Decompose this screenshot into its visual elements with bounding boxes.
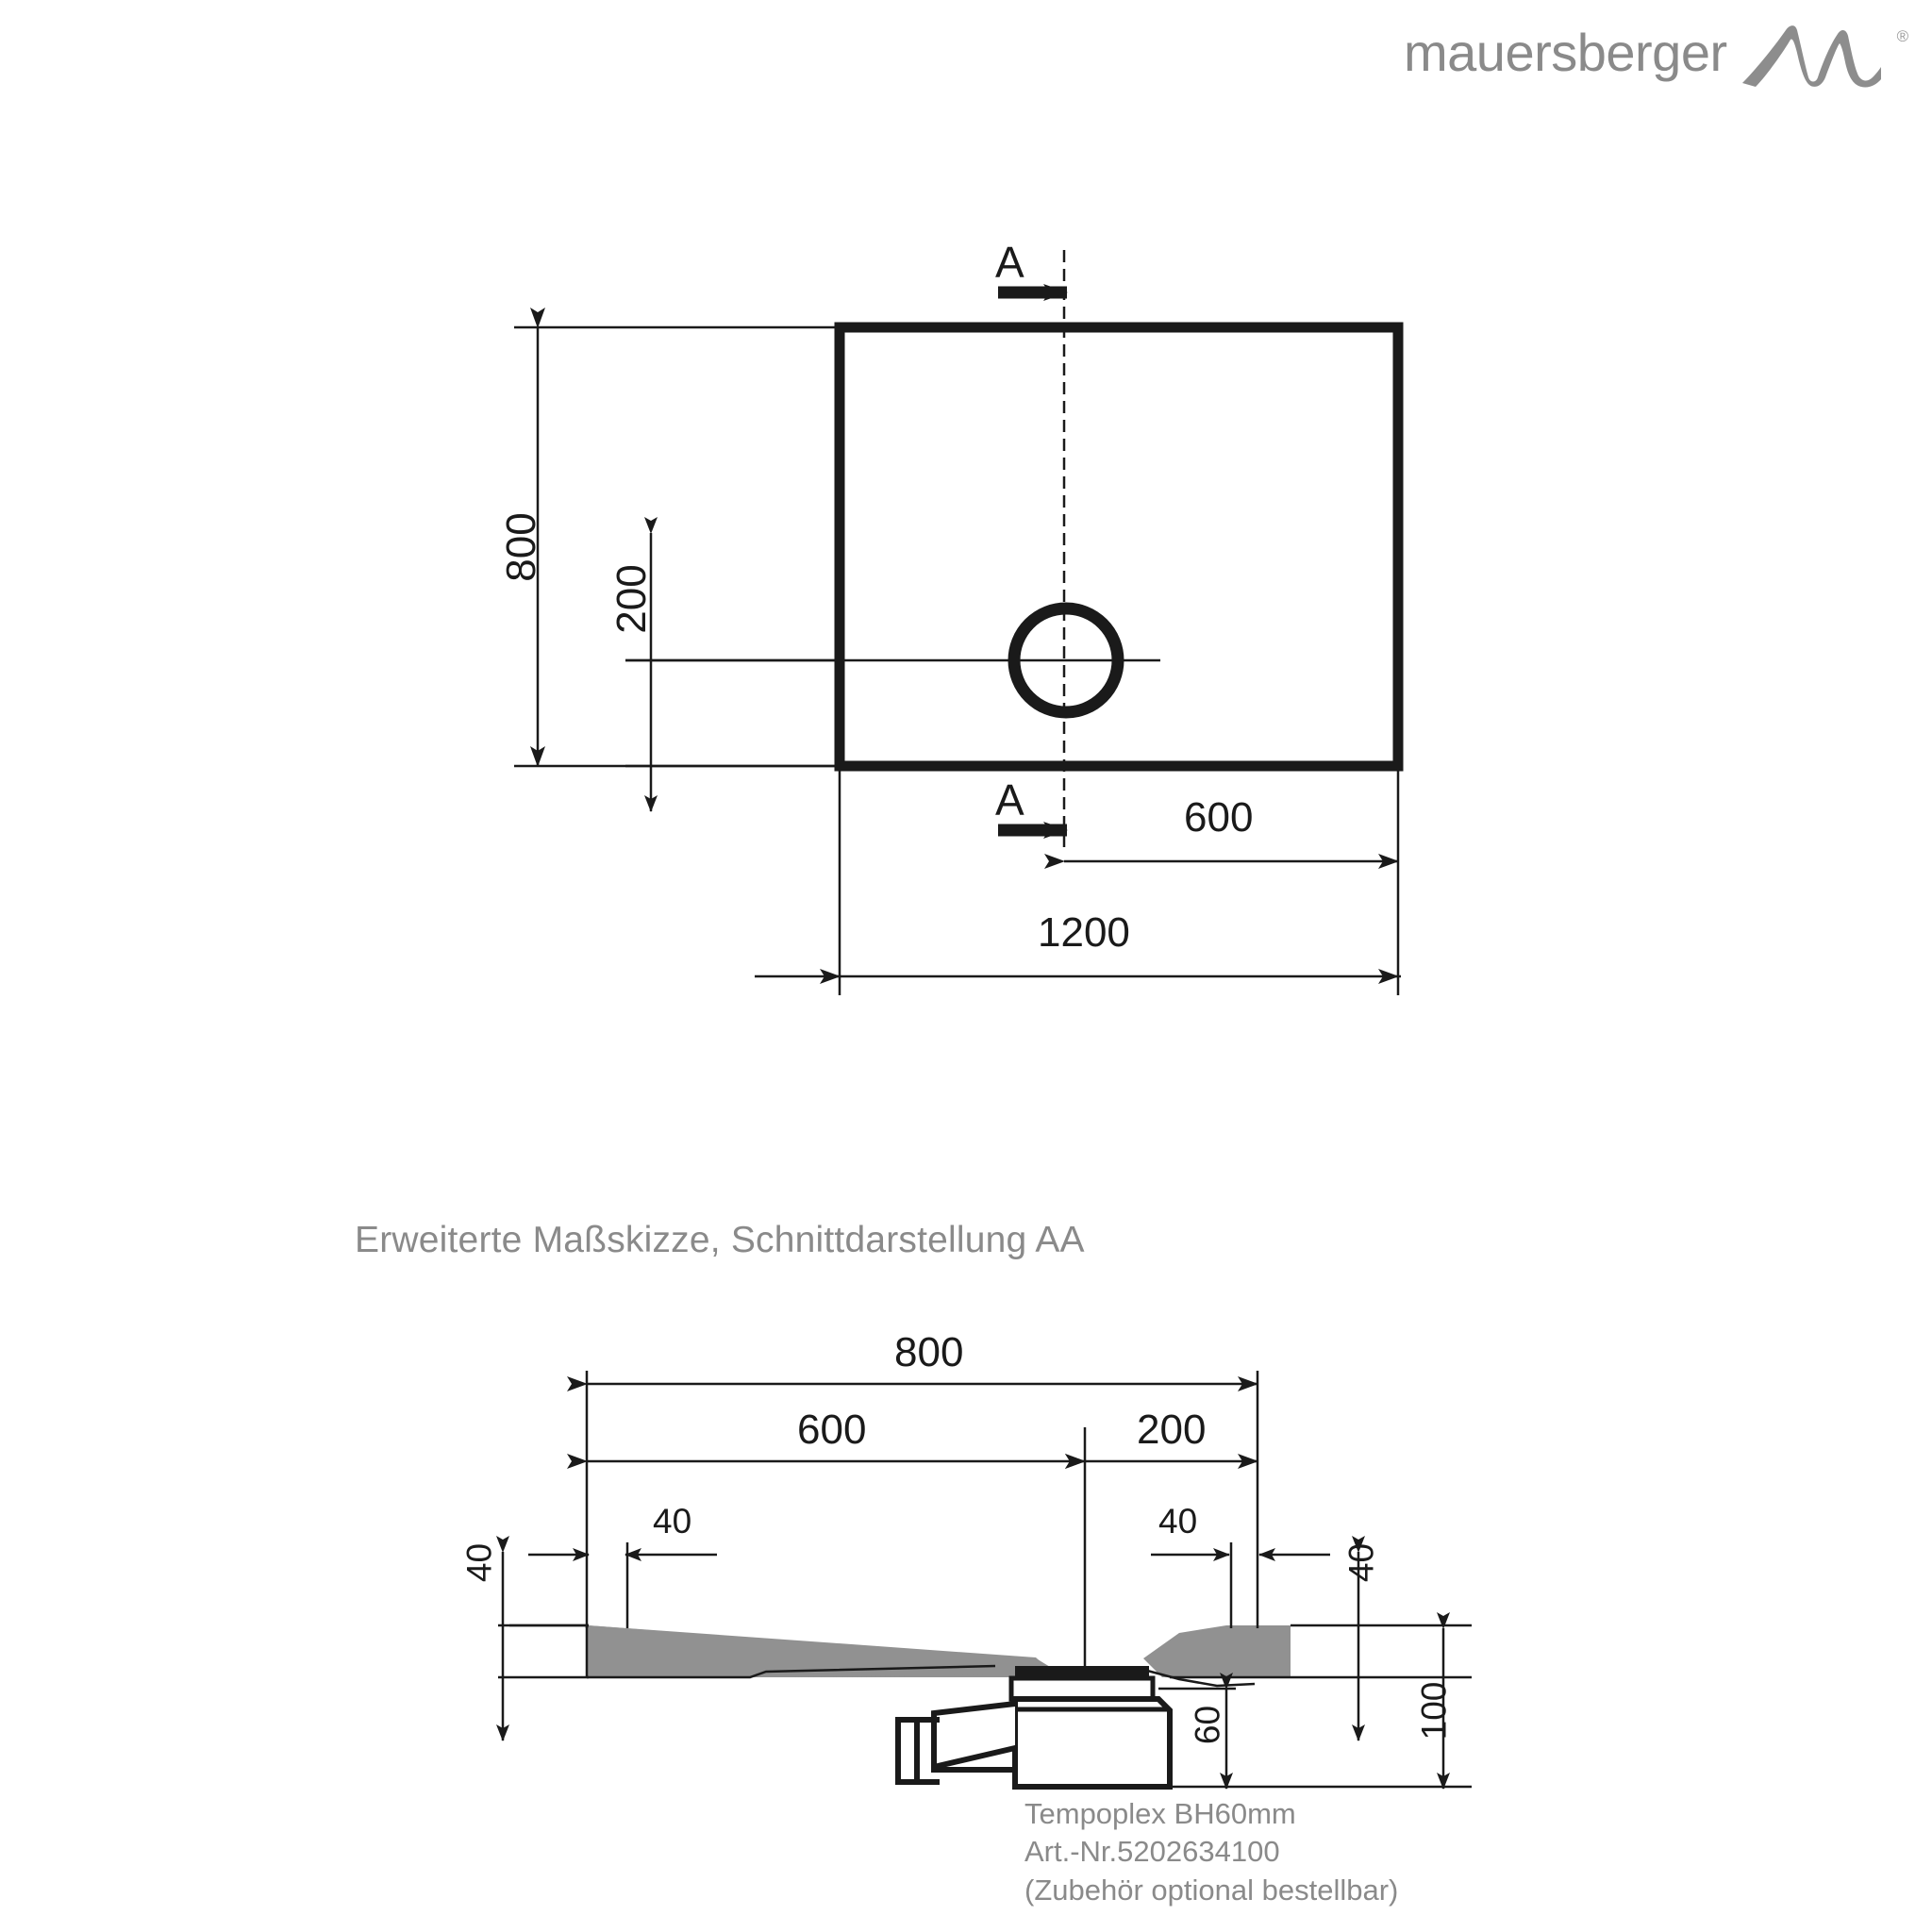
drain-body xyxy=(1012,1696,1173,1790)
brand-wordmark: mauersberger xyxy=(1404,23,1727,82)
drain-flange-ring xyxy=(1008,1675,1156,1702)
section-view-caption: Erweiterte Maßskizze, Schnittdarstellung… xyxy=(355,1220,1085,1260)
tray-profile-right xyxy=(1143,1625,1291,1677)
tray-underside-left xyxy=(587,1664,996,1679)
drain-note-line-1: Tempoplex BH60mm xyxy=(1024,1797,1296,1830)
dim-label-60: 60 xyxy=(1188,1705,1227,1745)
drain-outlet-circle xyxy=(1008,602,1124,719)
shower-tray-outline xyxy=(834,322,1404,772)
dim-label-40-right-thickness: 40 xyxy=(1341,1542,1381,1583)
dim-label-sec-200: 200 xyxy=(1137,1407,1207,1453)
tray-profile-left-taper xyxy=(588,1625,1045,1677)
dim-label-sec-600: 600 xyxy=(797,1407,867,1453)
dim-label-40-left-inset: 40 xyxy=(653,1502,692,1541)
drain-note-line-3: (Zubehör optional bestellbar) xyxy=(1024,1873,1399,1907)
dim-label-100: 100 xyxy=(1414,1681,1454,1740)
section-marker-label-a-bottom: A xyxy=(995,775,1024,824)
dim-label-200: 200 xyxy=(608,564,655,634)
dim-label-40-right-inset: 40 xyxy=(1158,1502,1198,1541)
drain-pipe-endcap xyxy=(895,1717,920,1785)
drain-note-line-2: Art.-Nr.5202634100 xyxy=(1024,1835,1280,1869)
brand-logo: mauersberger ® xyxy=(1404,23,1909,94)
dim-label-40-left-thickness: 40 xyxy=(459,1542,499,1583)
dim-label-sec-800: 800 xyxy=(894,1329,964,1375)
registered-mark-icon: ® xyxy=(1896,27,1909,45)
mountain-m-icon xyxy=(1740,21,1882,89)
drain-product-note: Tempoplex BH60mm Art.-Nr.5202634100 (Zub… xyxy=(1024,1795,1398,1909)
dim-label-800-top: 800 xyxy=(498,512,544,582)
drain-flange-top xyxy=(1015,1666,1149,1676)
dim-label-1200: 1200 xyxy=(1038,909,1130,956)
tray-underside-right xyxy=(1136,1666,1256,1688)
dim-label-600-top: 600 xyxy=(1184,794,1254,841)
drain-outlet-pipe-taper xyxy=(931,1744,1018,1773)
section-marker-label-a-top: A xyxy=(995,238,1024,287)
